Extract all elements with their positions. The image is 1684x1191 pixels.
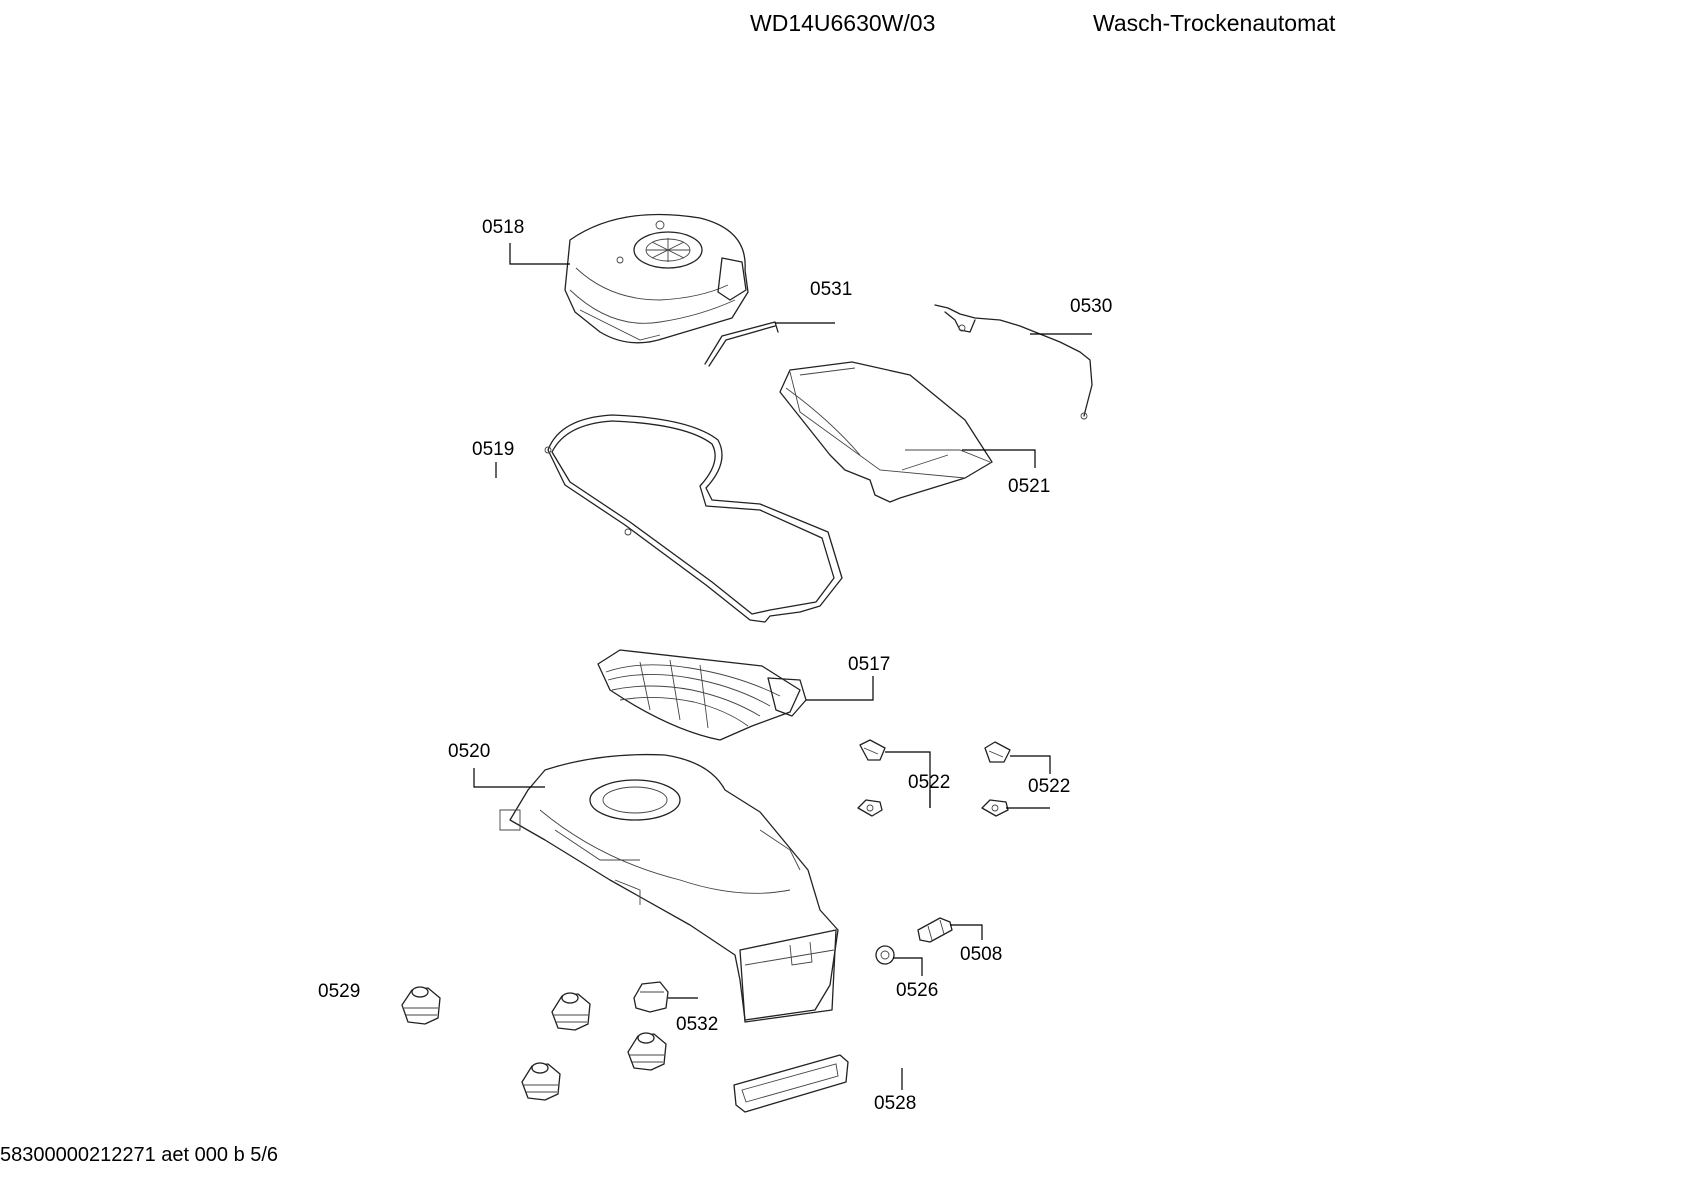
damper-2	[551, 992, 591, 1031]
part-0528-filter-tray	[733, 1054, 849, 1113]
label-0518: 0518	[482, 217, 524, 238]
part-0520-housing-base	[499, 753, 839, 1023]
part-0532-cap	[633, 981, 669, 1013]
label-0528: 0528	[874, 1093, 916, 1114]
label-0530: 0530	[1070, 296, 1112, 317]
part-0521-air-duct	[779, 361, 993, 503]
leader-0520	[473, 768, 545, 788]
part-0508-sensor	[917, 917, 953, 943]
model-number: WD14U6630W/03	[750, 10, 936, 36]
part-0517-heating-element	[597, 649, 807, 741]
label-0529: 0529	[318, 981, 360, 1002]
part-0518-fan-housing	[564, 213, 749, 344]
label-0517: 0517	[848, 654, 890, 675]
label-0508: 0508	[960, 944, 1002, 965]
label-0531: 0531	[810, 279, 852, 300]
part-0526-nut	[875, 945, 895, 965]
damper-4	[521, 1062, 561, 1101]
part-0519-gasket	[544, 414, 843, 623]
leader-0521	[962, 449, 1036, 468]
part-0522-clips	[857, 739, 1011, 817]
leader-lines	[473, 243, 1092, 1090]
document-code: 58300000212271 aet 000 b 5/6	[0, 1144, 279, 1166]
label-0520: 0520	[448, 741, 490, 762]
part-0529-dampers	[401, 986, 667, 1101]
product-name: Wasch-Trockenautomat	[1093, 10, 1336, 36]
label-0522b: 0522	[1028, 776, 1070, 797]
label-0526: 0526	[896, 980, 938, 1001]
part-0531-rod	[704, 321, 779, 367]
part-labels: 0518 0531 0530 0519 0521 0517 0520 0522 …	[318, 217, 1112, 1114]
leader-0526	[893, 957, 923, 976]
leader-0522b	[1010, 755, 1051, 774]
damper-1	[401, 986, 441, 1025]
leader-0517	[806, 676, 874, 701]
damper-3	[627, 1032, 667, 1071]
part-0530-wire-harness	[934, 304, 1093, 420]
label-0521: 0521	[1008, 476, 1050, 497]
leader-0518	[509, 243, 570, 265]
leader-0508	[950, 924, 983, 940]
label-0522a: 0522	[908, 772, 950, 793]
label-0532: 0532	[676, 1014, 718, 1035]
label-0519: 0519	[472, 439, 514, 460]
